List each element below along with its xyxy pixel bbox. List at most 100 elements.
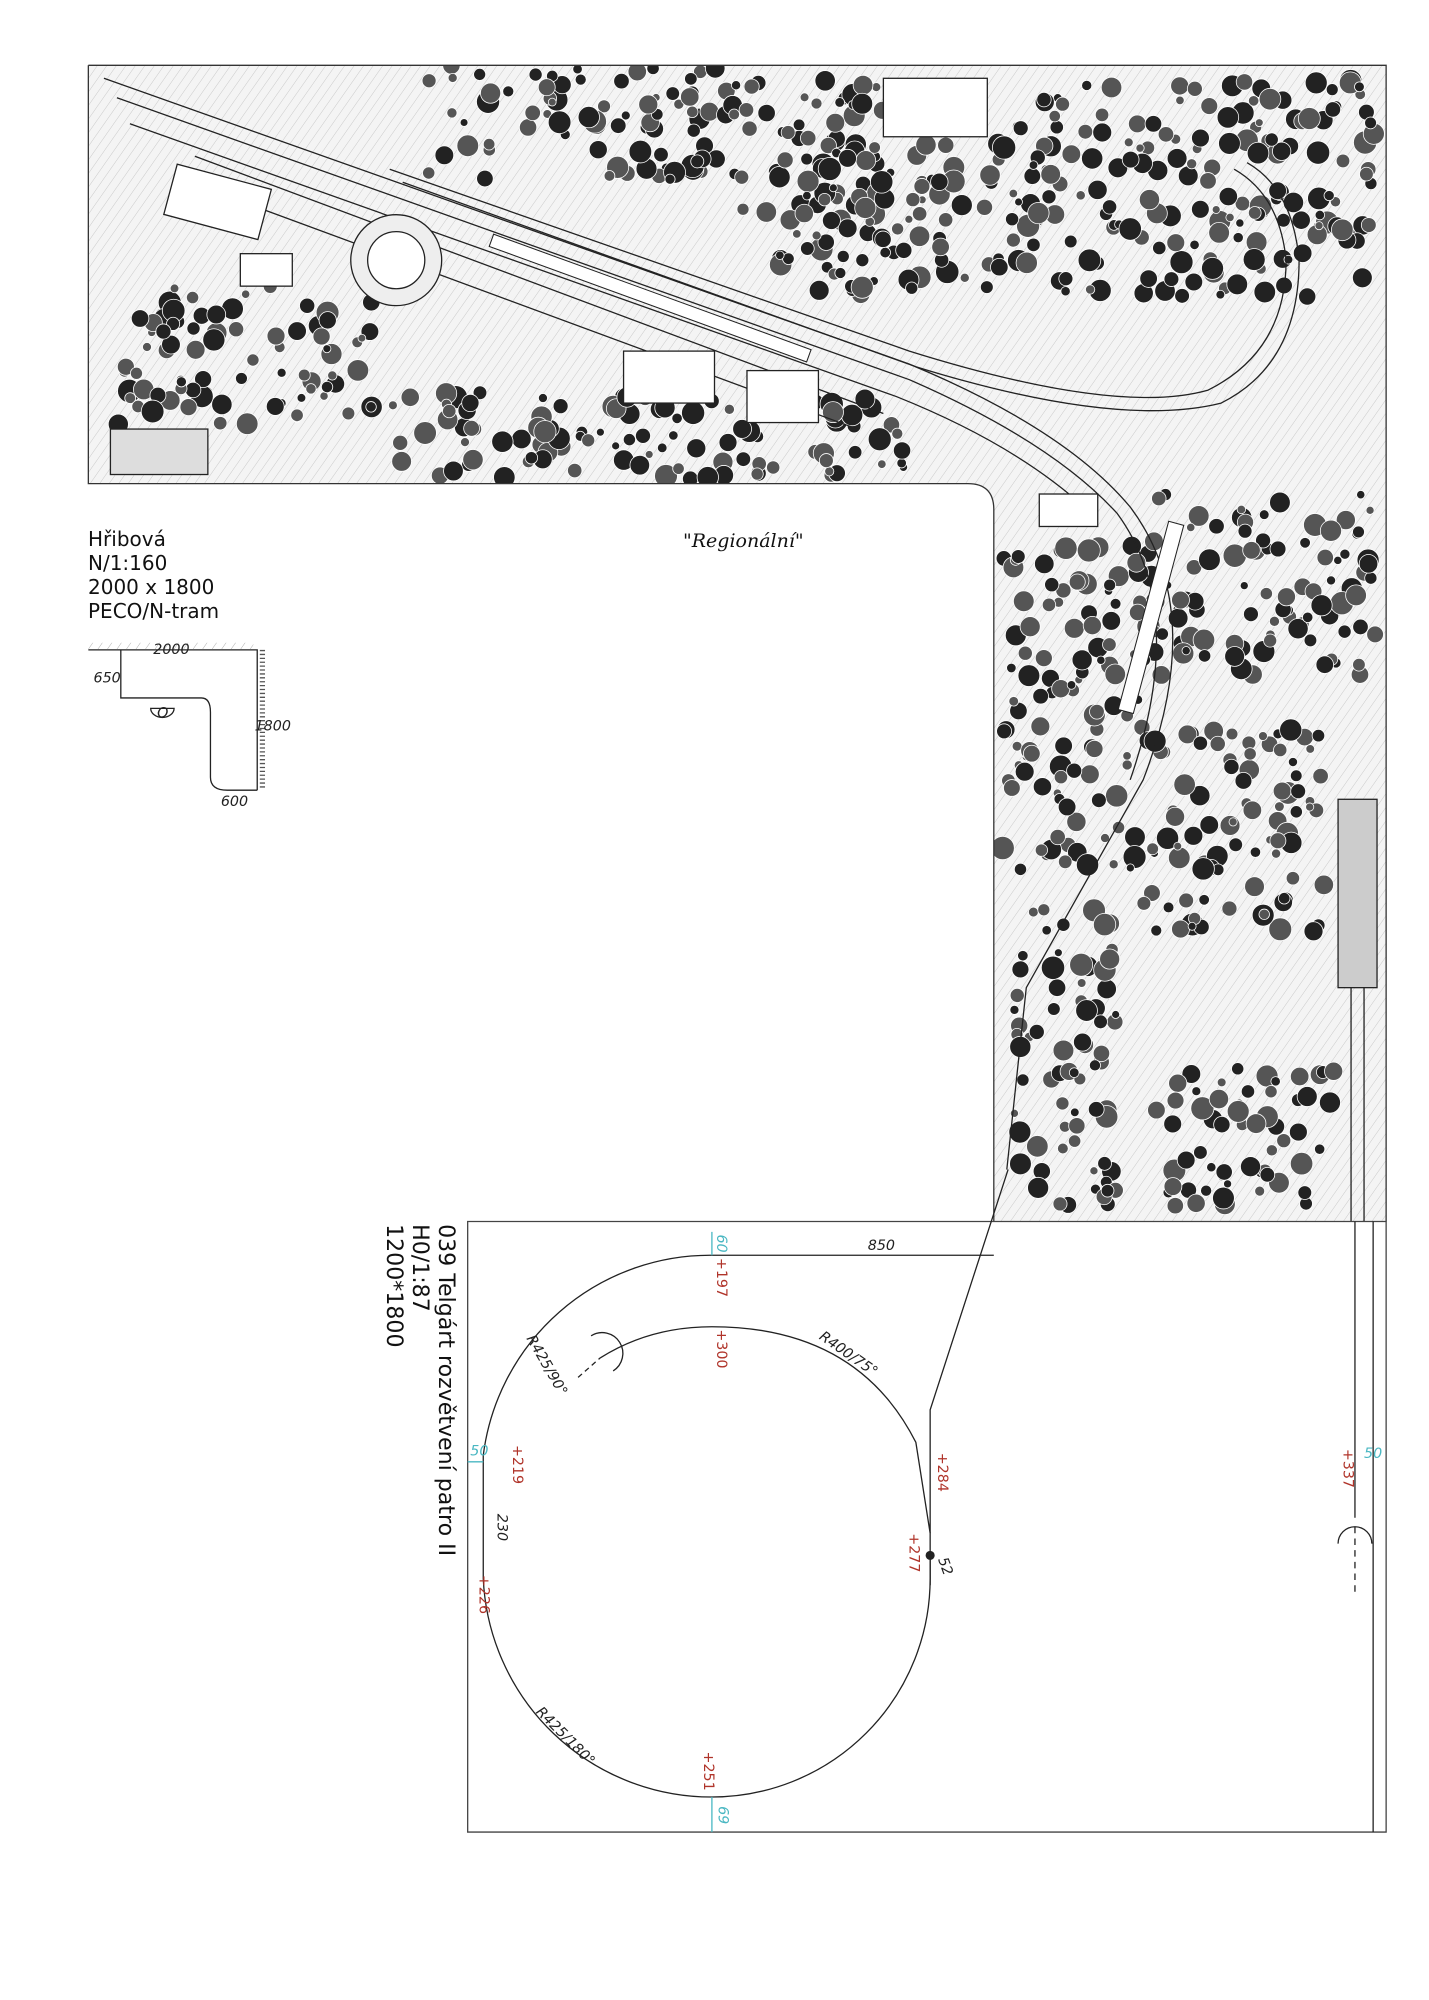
tree	[597, 99, 611, 114]
tree	[186, 321, 201, 336]
tree	[1319, 1091, 1341, 1114]
lower-size: 1200*1800	[381, 1224, 406, 1347]
tree	[1365, 505, 1375, 515]
tree	[1047, 1002, 1061, 1016]
tree	[1155, 627, 1169, 641]
tree	[511, 428, 532, 450]
tree	[1242, 541, 1261, 560]
tree	[1085, 284, 1096, 295]
tree	[1285, 871, 1301, 886]
tree	[1055, 1096, 1070, 1111]
tree	[1008, 1120, 1032, 1144]
tree	[824, 466, 835, 477]
tree	[1012, 120, 1029, 137]
tree	[1254, 118, 1264, 128]
tree	[1209, 735, 1226, 752]
tree	[1087, 1101, 1105, 1118]
tree	[1104, 663, 1126, 686]
tree	[462, 449, 484, 471]
tree	[1263, 633, 1278, 648]
tree	[893, 441, 912, 460]
tree	[1135, 143, 1145, 153]
tree	[1213, 1116, 1231, 1134]
tree	[959, 272, 970, 283]
tree	[1097, 1156, 1112, 1171]
tree	[1096, 978, 1117, 1000]
tree	[1022, 744, 1041, 763]
layout-size: 2000 x 1800	[88, 575, 215, 599]
tree	[1147, 1100, 1166, 1120]
tree	[794, 203, 814, 224]
tree	[194, 370, 213, 389]
tree	[1013, 590, 1035, 613]
tree	[1166, 233, 1186, 252]
tree	[802, 190, 812, 201]
tree	[1243, 747, 1257, 761]
tree	[1138, 189, 1160, 211]
tree	[588, 140, 608, 160]
tree	[1121, 535, 1142, 557]
tree	[1066, 811, 1087, 832]
tree	[1323, 190, 1335, 202]
tree	[1048, 110, 1061, 123]
tree	[628, 139, 653, 164]
mini-width-label: 2000	[153, 642, 189, 658]
tree	[1226, 273, 1249, 296]
tree	[538, 393, 548, 403]
tree	[817, 233, 835, 251]
tree	[766, 460, 781, 475]
tree	[1310, 594, 1333, 617]
tree	[757, 103, 776, 123]
tree	[1075, 190, 1086, 201]
tree	[915, 134, 937, 156]
tree	[834, 267, 847, 279]
tree	[799, 129, 817, 147]
tree	[524, 451, 539, 465]
tree	[1314, 1143, 1326, 1155]
tree	[810, 97, 823, 110]
tree	[896, 457, 907, 469]
tree	[743, 78, 760, 95]
tree	[297, 368, 311, 382]
radius-outer-top: R425/90°	[523, 1332, 570, 1398]
tree	[1305, 744, 1315, 754]
tree	[1101, 611, 1121, 631]
tree	[728, 108, 740, 121]
tree	[1186, 1193, 1206, 1213]
tree	[1333, 555, 1343, 565]
tree	[723, 403, 735, 415]
tree	[596, 427, 605, 437]
tree	[1009, 1004, 1020, 1015]
tree	[1176, 1150, 1196, 1170]
tree	[1289, 1122, 1308, 1142]
lower-plan	[467, 1169, 1387, 1833]
tree	[1026, 237, 1041, 252]
tree	[1171, 590, 1190, 610]
tree	[1187, 921, 1197, 931]
tree	[870, 170, 894, 194]
tree	[1228, 817, 1238, 827]
tree	[1178, 892, 1194, 909]
tree	[1184, 272, 1204, 292]
tree	[1200, 1184, 1213, 1197]
tree	[1287, 618, 1309, 640]
tree	[1173, 773, 1196, 796]
tree	[1061, 144, 1082, 164]
tree	[1246, 141, 1270, 165]
tree	[1215, 1163, 1233, 1181]
tree	[202, 328, 226, 352]
tree	[979, 164, 1001, 186]
tree	[1253, 280, 1276, 304]
tree	[668, 430, 679, 441]
height-337: +337	[1339, 1449, 1355, 1488]
tree	[1242, 248, 1266, 271]
tree	[741, 120, 758, 137]
tree	[1186, 158, 1198, 170]
tree	[684, 72, 698, 86]
tree	[768, 166, 791, 189]
tree	[1242, 800, 1263, 820]
tree	[1008, 696, 1019, 707]
tree	[1089, 1166, 1099, 1176]
tree	[1226, 1100, 1250, 1123]
tree	[913, 178, 931, 195]
